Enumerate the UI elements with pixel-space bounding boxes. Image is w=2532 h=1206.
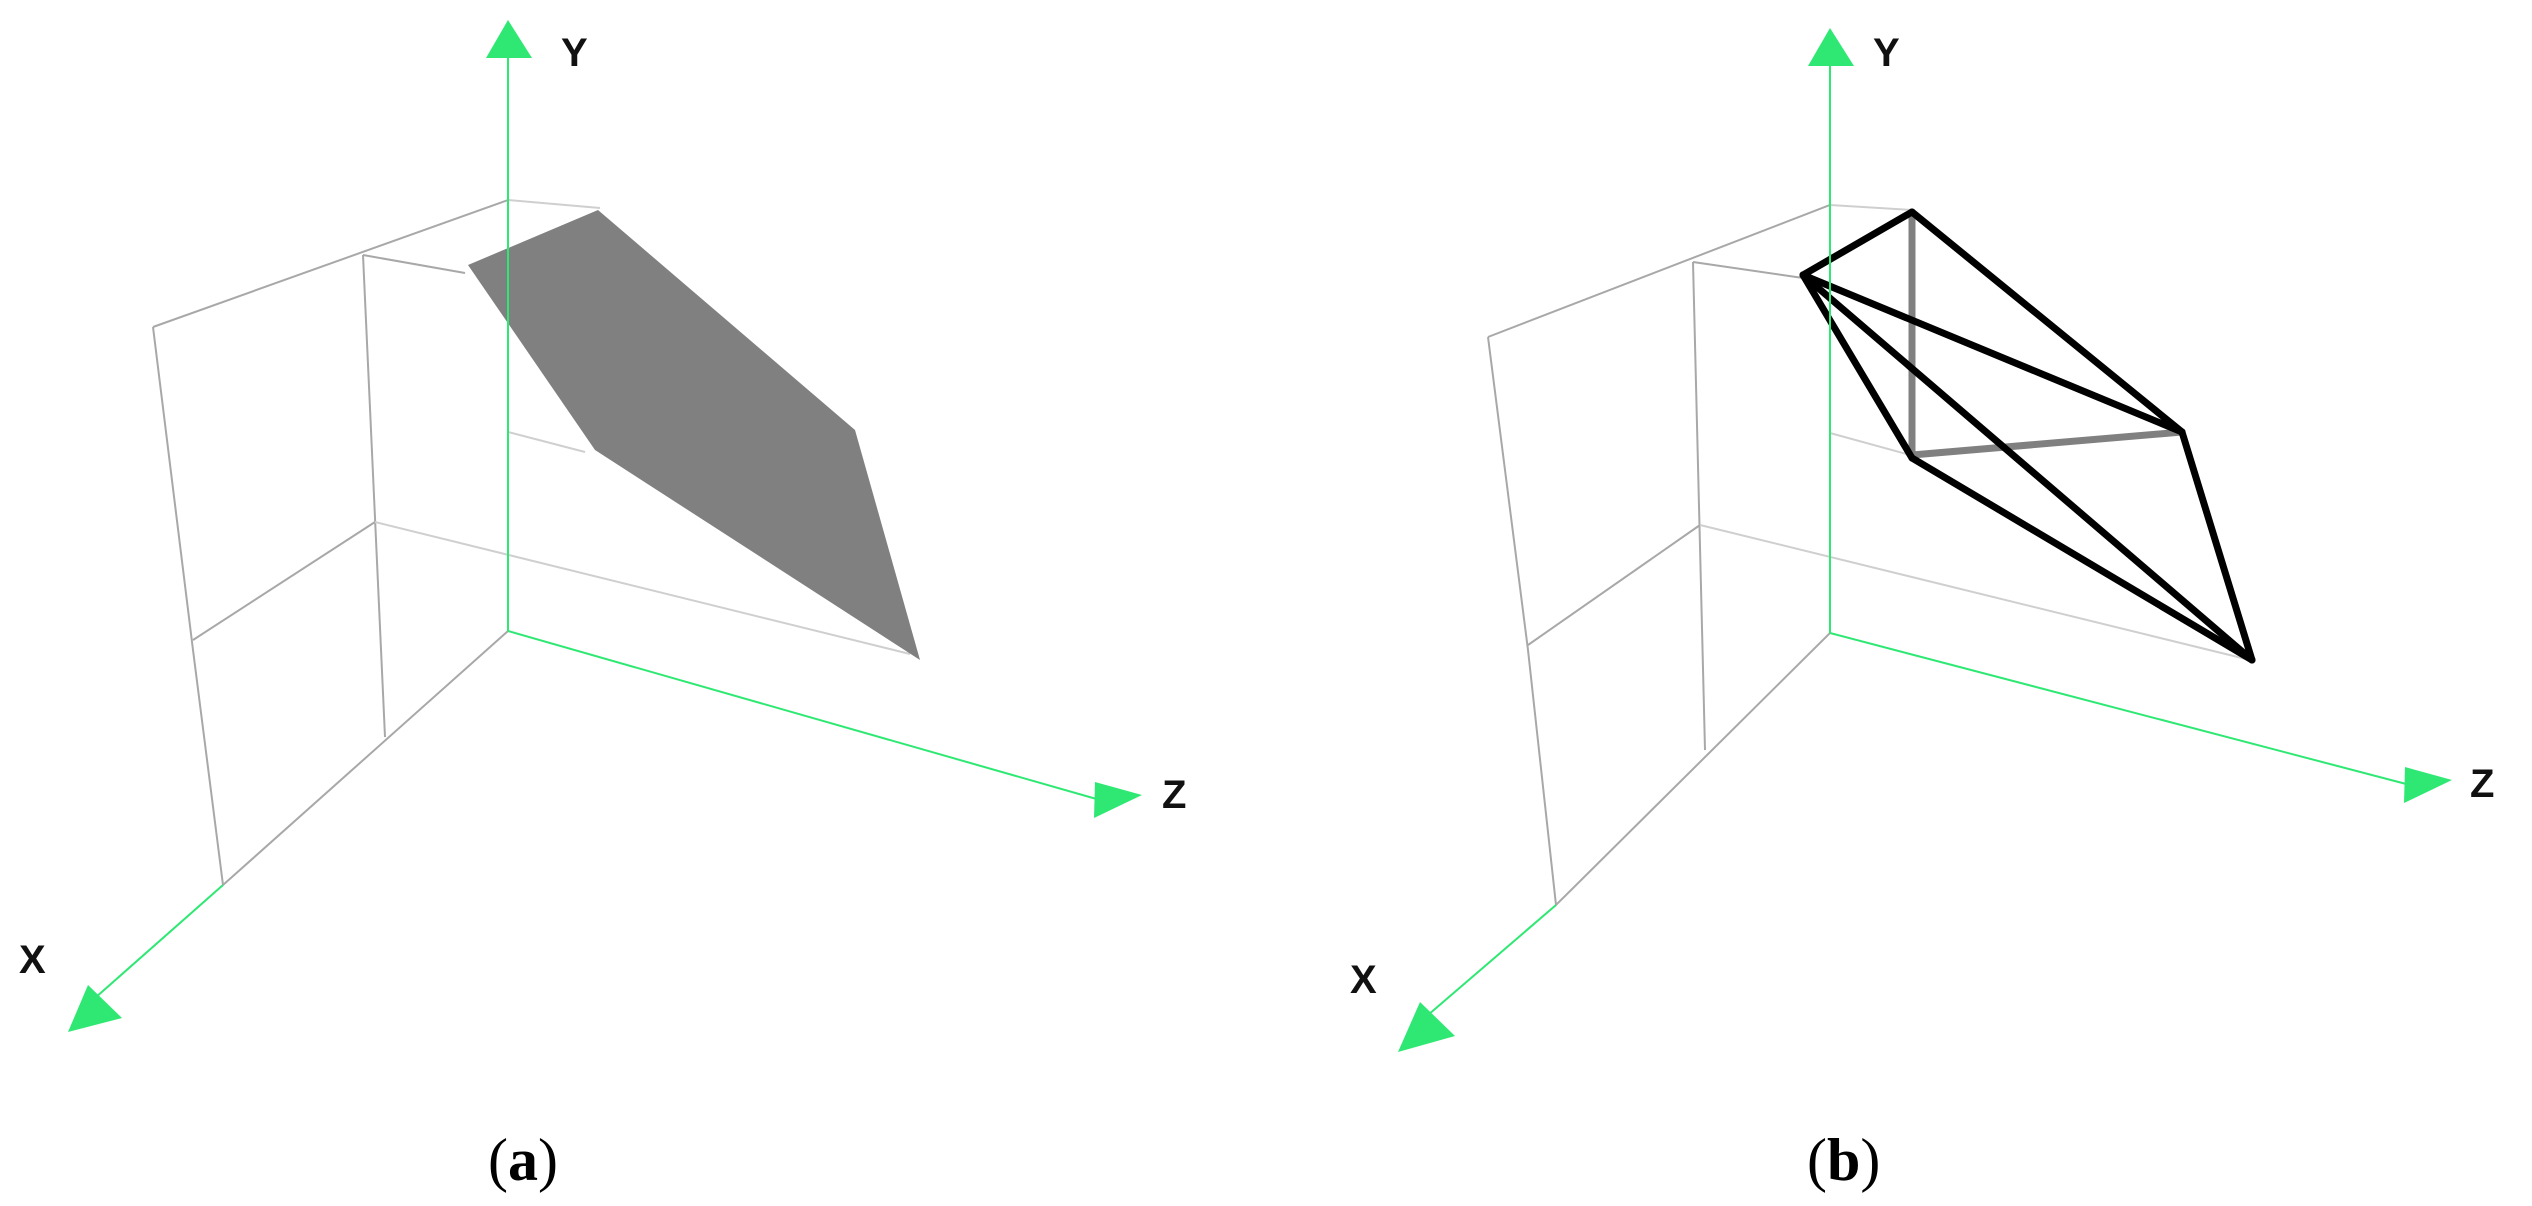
panel-a-x-label: X	[19, 938, 46, 982]
panel-a-z-label: Z	[1162, 773, 1186, 817]
panel-b-axes	[1398, 28, 2452, 1052]
panel-a-y-label: Y	[561, 31, 588, 75]
panel-b-grid-horizontal	[1527, 524, 1701, 646]
panel-b-grid-outline	[1487, 203, 1831, 908]
panel-b-edge-1	[1799, 208, 1916, 279]
panel-a-grid-floor-back	[374, 521, 911, 655]
panel-b-y-label: Y	[1873, 31, 1900, 75]
panel-b-hidden-edge-base	[1908, 428, 2186, 459]
panel-b-wireframe	[1799, 208, 2256, 664]
panel-b-x-arrow	[1398, 1002, 1455, 1052]
panel-b-grid-vertical	[1692, 261, 1706, 751]
panel-a-grid	[152, 198, 911, 888]
panel-a-y-arrow	[486, 20, 532, 58]
panel-b-edge-6	[1908, 454, 2256, 664]
panel-a-grid-back-top	[362, 254, 466, 274]
panel-b-x-axis	[1427, 904, 1557, 1016]
panel-a-axes	[68, 20, 1142, 1032]
panel-a-caption: (a)	[488, 1127, 558, 1193]
panel-b-edge-5	[1799, 271, 2256, 664]
panel-b-x-label: X	[1350, 958, 1377, 1002]
panel-b-grid-back-top	[1692, 261, 1804, 279]
panel-a-x-axis	[94, 884, 224, 999]
panel-b-z-axis	[1829, 632, 2411, 786]
panel-b-y-arrow	[1808, 28, 1854, 66]
panel-a-grid-top-edge	[507, 199, 601, 209]
panel-b-z-label: Z	[2470, 762, 2494, 806]
panel-b-grid-mid-edge	[1829, 432, 1911, 456]
panel-a: Y Z X (a)	[19, 20, 1186, 1193]
panel-a-shaded-face	[468, 210, 920, 660]
panel-b-z-arrow	[2404, 767, 2452, 803]
panel-a-z-arrow	[1094, 782, 1142, 818]
panel-a-grid-mid-edge	[507, 431, 586, 453]
panel-b-edge-7	[2178, 428, 2256, 664]
panel-b-edge-3	[1799, 271, 2186, 436]
panel-b-grid	[1487, 203, 2251, 908]
panel-b-edge-2	[1908, 208, 2186, 436]
panel-a-grid-outline	[152, 198, 509, 888]
panel-b-grid-top-edge	[1829, 204, 1913, 211]
panel-b-grid-floor-back	[1699, 524, 2251, 661]
panel-b-edge-4	[1799, 271, 1916, 462]
panel-a-x-arrow	[68, 985, 122, 1032]
panel-a-z-axis	[507, 630, 1101, 801]
panel-b-caption: (b)	[1807, 1127, 1880, 1193]
panel-b: Y Z X (b)	[1350, 28, 2494, 1193]
panel-a-grid-vertical	[362, 254, 386, 738]
panel-a-grid-horizontal	[192, 521, 376, 641]
